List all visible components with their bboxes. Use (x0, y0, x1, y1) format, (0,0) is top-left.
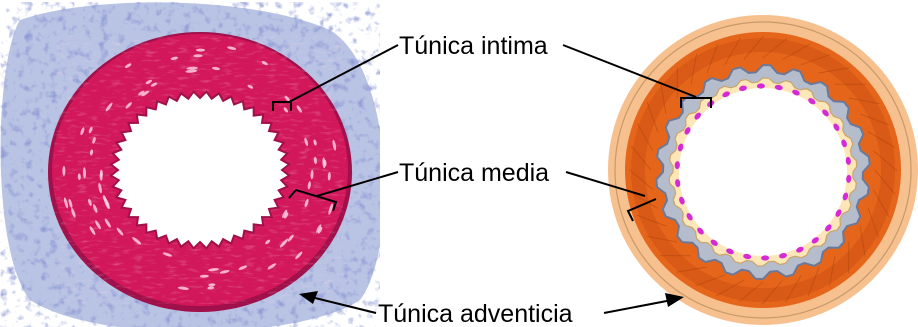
adventicia-leader-right (604, 300, 672, 313)
histology-nucleus (62, 166, 65, 176)
schema-lumen (679, 88, 847, 256)
histology-nucleus (196, 49, 205, 52)
label-tunica-media: Túnica media (399, 159, 549, 187)
label-tunica-adventicia: Túnica adventicia (378, 300, 573, 327)
schematic-drawing (608, 15, 918, 325)
histology-lumen (111, 92, 289, 249)
label-tunica-intima: Túnica intima (399, 32, 548, 60)
histology-micrograph (1, 2, 385, 327)
